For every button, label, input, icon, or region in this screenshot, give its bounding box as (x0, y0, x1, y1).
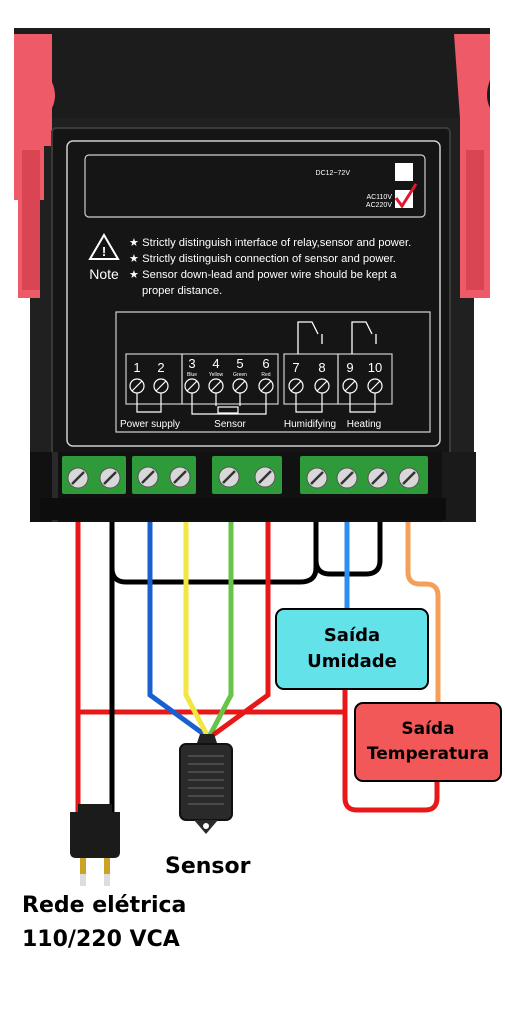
note-label: Note (89, 266, 119, 282)
wire-green-sensor (207, 520, 234, 737)
warning-line-3: ★ Sensor down-lead and power wire should… (129, 269, 397, 281)
device-top-housing (14, 28, 490, 132)
color-code-red: Red (261, 372, 270, 378)
saida-temp-line1: Saída (401, 719, 455, 740)
relay-contact-icon (297, 321, 377, 354)
group-power-supply: Power supply (120, 419, 180, 430)
terminal-10-label: 10 (368, 360, 382, 375)
color-code-yellow: Yellow (209, 372, 224, 378)
warning-line-4: proper distance. (142, 285, 222, 297)
terminal-5-label: 5 (236, 356, 243, 371)
wire-red-temp-loop (342, 712, 440, 813)
saida-temp-line2: Temperatura (366, 744, 490, 764)
wire-black-bridge-power (109, 520, 319, 585)
terminal-7-label: 7 (292, 360, 299, 375)
color-code-blue: Blue (187, 372, 197, 378)
wire-orange-temp (405, 520, 441, 702)
dc-range-text: DC12~72V (316, 170, 351, 177)
rear-panel (51, 127, 451, 459)
plug-icon (70, 804, 120, 886)
warning-line-2: ★ Strictly distinguish connection of sen… (129, 253, 396, 265)
ac110-text: AC110V (366, 194, 392, 201)
group-sensor: Sensor (214, 419, 246, 430)
rede-eletrica-caption: Rede elétrica (22, 893, 187, 918)
wire-red-power (75, 520, 348, 715)
sensor-caption: Sensor (165, 854, 251, 879)
voltage-box (84, 154, 426, 218)
group-heating: Heating (347, 419, 381, 430)
checkmark-icon (394, 183, 418, 209)
wire-red-sensor (211, 520, 271, 738)
warning-line-1: ★ Strictly distinguish interface of rela… (129, 237, 411, 249)
saida-umidade-line1: Saída (323, 624, 381, 646)
voltage-caption: 110/220 VCA (22, 927, 180, 952)
svg-text:!: ! (102, 244, 106, 259)
saida-temperatura-box: Saída Temperatura (354, 702, 502, 782)
wire-blue-sensor (147, 520, 207, 738)
terminal-2-label: 2 (157, 360, 164, 375)
terminal-9-label: 9 (346, 360, 353, 375)
sensor-probe-icon (179, 734, 233, 834)
terminal-8-label: 8 (318, 360, 325, 375)
panel-frame (66, 140, 441, 447)
terminal-1-label: 1 (133, 360, 140, 375)
terminal-outline (115, 311, 431, 433)
ac220-text: AC220V (366, 202, 392, 209)
terminal-4-label: 4 (212, 356, 219, 371)
warning-triangle-icon (88, 233, 120, 260)
saida-umidade-line2: Umidade (307, 651, 397, 672)
wire-yellow-sensor (183, 520, 210, 737)
screw-symbols (129, 378, 383, 415)
color-code-green: Green (233, 372, 247, 378)
terminal-6-label: 6 (262, 356, 269, 371)
group-humidifying: Humidifying (284, 419, 336, 430)
saida-umidade-box: Saída Umidade (275, 608, 429, 690)
terminal-3-label: 3 (188, 356, 195, 371)
dc-checkbox (395, 163, 413, 181)
